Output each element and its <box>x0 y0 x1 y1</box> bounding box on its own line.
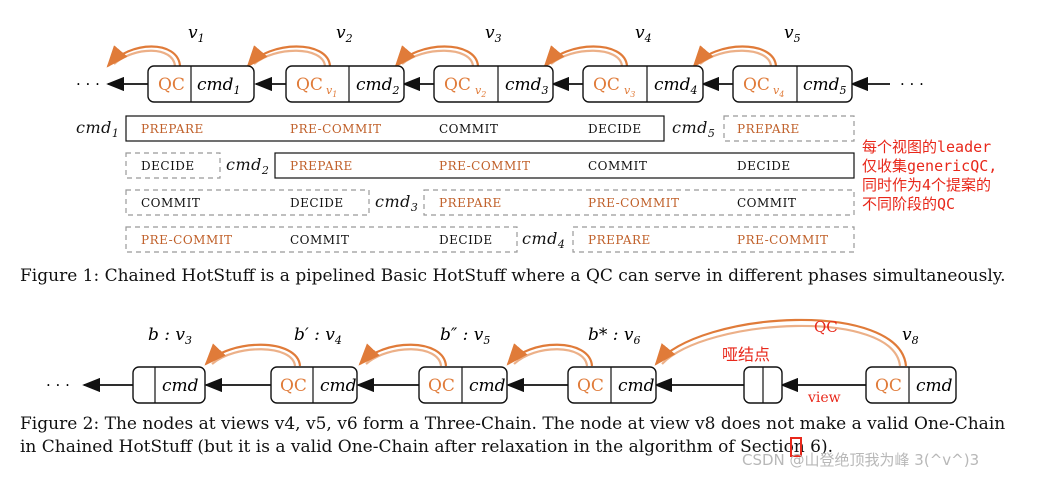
row2-phase-decide: DECIDE <box>737 159 791 173</box>
row1-phase-commit: COMMIT <box>439 122 498 136</box>
row1b-phase-prepare: PREPARE <box>737 122 800 136</box>
svg-text:cmd: cmd <box>618 376 655 396</box>
ellipsis-left: · · · <box>76 75 100 93</box>
row2-box <box>274 152 855 179</box>
row3-pre-decide: DECIDE <box>290 196 344 210</box>
row2-phase-precommit: PRE-COMMIT <box>439 159 530 173</box>
view-label-v1: v1 <box>188 23 205 45</box>
row4-pre-commit: COMMIT <box>290 233 349 247</box>
row3-phase-precommit: PRE-COMMIT <box>588 196 679 210</box>
figure2-caption-line1: Figure 2: The nodes at views v4, v5, v6 … <box>20 414 1006 434</box>
row1-box <box>125 115 665 142</box>
svg-text:cmd5: cmd5 <box>803 75 847 97</box>
fig2-label-bstar: b* : v6 <box>588 325 641 347</box>
fig2-label-b: b : v3 <box>148 325 192 347</box>
row1-phase-decide: DECIDE <box>588 122 642 136</box>
svg-text:v3: v3 <box>624 84 635 99</box>
svg-text:cmd: cmd <box>320 376 357 396</box>
fig2-label-bprime: b′ : v4 <box>294 325 342 347</box>
fig2-dummy-label: 哑结点 <box>722 345 770 364</box>
svg-text:cmd3: cmd3 <box>505 75 549 97</box>
svg-text:QC: QC <box>428 376 455 396</box>
svg-text:QC: QC <box>444 75 471 95</box>
fig2-view-label: view <box>807 390 841 406</box>
chain-node-3: QC v2 cmd3 <box>433 65 554 103</box>
figure2-caption-line2: in Chained HotStuff (but it is a valid O… <box>20 437 834 457</box>
fig2-node-bstar: QC cmd <box>567 366 657 404</box>
svg-text:QC: QC <box>593 75 620 95</box>
svg-text:QC: QC <box>296 75 323 95</box>
chain-node-5: QC v4 cmd5 <box>732 65 853 103</box>
svg-text:cmd1: cmd1 <box>197 75 241 97</box>
qc-arc-5 <box>692 45 778 68</box>
view-label-v5: v5 <box>784 23 801 45</box>
svg-text:cmd: cmd <box>469 376 506 396</box>
view-label-v2: v2 <box>336 23 353 45</box>
highlight-box <box>790 437 802 457</box>
qc-arc-4 <box>543 45 629 68</box>
view-label-v4: v4 <box>635 23 652 45</box>
watermark: CSDN @山登绝顶我为峰 3(^v^)3 <box>742 451 980 469</box>
annotation-note: 每个视图的leader 仅收集genericQC, 同时作为4个提案的 不同阶段… <box>862 138 997 214</box>
svg-text:v2: v2 <box>475 84 486 99</box>
row4-phase-precommit: PRE-COMMIT <box>737 233 828 247</box>
ellipsis-right: · · · <box>900 75 924 93</box>
svg-text:cmd: cmd <box>916 376 953 396</box>
row4-phase-prepare: PREPARE <box>588 233 651 247</box>
fig2-qc-label: QC <box>814 318 838 336</box>
svg-text:QC: QC <box>743 75 770 95</box>
row1-label2: cmd5 <box>672 118 715 140</box>
svg-text:QC: QC <box>875 376 902 396</box>
annotation-line-4: 不同阶段的QC <box>862 195 956 213</box>
annotation-line-2: 仅收集genericQC, <box>862 157 998 175</box>
row3-pre-commit: COMMIT <box>141 196 200 210</box>
figure1-diagram: v1 v2 v3 v4 v5 · · · · · · QC cmd1 QC <box>76 23 924 253</box>
annotation-line-1: 每个视图的leader <box>862 138 992 156</box>
row3-phase-commit: COMMIT <box>737 196 796 210</box>
row2-label: cmd2 <box>226 155 269 177</box>
svg-text:v4: v4 <box>773 84 784 99</box>
svg-text:v1: v1 <box>326 84 337 99</box>
chain-node-1: QC cmd1 <box>147 65 255 103</box>
row3-label: cmd3 <box>375 192 418 214</box>
row4-pre-decide: DECIDE <box>439 233 493 247</box>
svg-text:QC: QC <box>280 376 307 396</box>
qc-arc-1 <box>106 45 182 68</box>
qc-arc-3 <box>394 45 480 68</box>
svg-text:QC: QC <box>577 376 604 396</box>
svg-text:cmd4: cmd4 <box>654 75 698 97</box>
row2-pre-decide: DECIDE <box>141 159 195 173</box>
fig2-node-bdprime: QC cmd <box>418 366 508 404</box>
fig2-dummy-node <box>743 366 783 404</box>
chain-node-2: QC v1 cmd2 <box>285 65 405 103</box>
chain-node-4: QC v3 cmd4 <box>582 65 704 103</box>
fig2-label-v8: v8 <box>902 325 919 347</box>
svg-text:cmd2: cmd2 <box>356 75 400 97</box>
row3-phase-prepare: PREPARE <box>439 196 502 210</box>
view-label-v3: v3 <box>485 23 502 45</box>
row2-phase-commit: COMMIT <box>588 159 647 173</box>
row2-phase-prepare: PREPARE <box>290 159 353 173</box>
row1-phase-precommit: PRE-COMMIT <box>290 122 381 136</box>
row1-phase-prepare: PREPARE <box>141 122 204 136</box>
fig2-node-bprime: QC cmd <box>270 366 358 404</box>
svg-text:QC: QC <box>158 75 185 95</box>
fig2-node-b: cmd <box>132 366 206 404</box>
figure2-diagram: b : v3 b′ : v4 b″ : v5 b* : v6 v8 QC 哑结点… <box>46 318 957 406</box>
row1-label: cmd1 <box>76 118 119 140</box>
fig2-ellipsis: · · · <box>46 376 70 394</box>
row4-label: cmd4 <box>522 229 565 251</box>
row4-pre-precommit: PRE-COMMIT <box>141 233 232 247</box>
annotation-line-3: 同时作为4个提案的 <box>862 176 992 194</box>
qc-arc-2 <box>246 45 332 68</box>
figure1-caption: Figure 1: Chained HotStuff is a pipeline… <box>20 266 1006 286</box>
svg-text:cmd: cmd <box>162 376 199 396</box>
fig2-node-v8: QC cmd <box>865 366 957 404</box>
fig2-label-bdprime: b″ : v5 <box>440 325 490 347</box>
